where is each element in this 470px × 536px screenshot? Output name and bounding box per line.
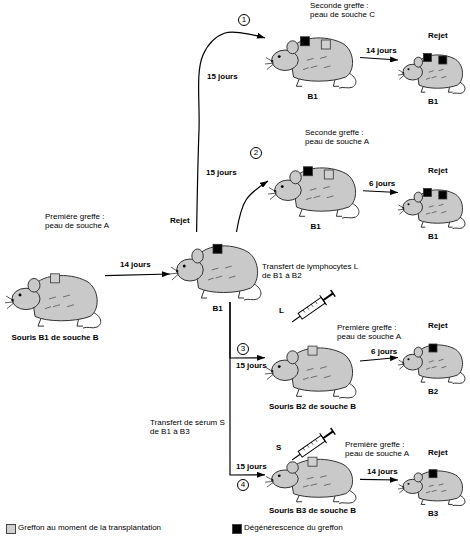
mouse-label: Souris B3 de souche B — [265, 506, 360, 515]
syringe-letter: S — [276, 443, 281, 452]
graft-note: Première greffe : peau de souche A — [337, 323, 409, 341]
mouse-label: Souris B2 de souche B — [265, 402, 360, 411]
mouse-illustration — [398, 462, 468, 507]
mouse-drawing — [265, 38, 356, 88]
mouse-illustration — [170, 232, 265, 302]
delay-label: 15 jours — [236, 462, 267, 471]
reject-label: Rejet — [428, 166, 468, 175]
transfer-note: Transfert de sérum S de B1 à B3 — [150, 418, 228, 436]
graft-square — [439, 56, 447, 64]
mouse-drawing — [398, 345, 465, 384]
delay-label: 15 jours — [236, 361, 267, 370]
mouse-node: Seconde greffe : peau de souche CB1 — [265, 25, 360, 90]
graft-square — [324, 170, 333, 179]
mouse-illustration — [398, 180, 468, 230]
mouse-label: B2 — [398, 387, 468, 396]
graft-note: Première greffe : peau de souche A — [45, 212, 120, 230]
graft-note: Seconde greffe : peau de souche C — [310, 1, 385, 19]
mouse-illustration — [5, 262, 105, 330]
step-number: 4 — [237, 479, 249, 491]
syringe-letter: L — [279, 306, 284, 315]
delay-label: 6 jours — [369, 179, 395, 188]
legend-swatch — [232, 524, 242, 534]
reject-label: Rejet — [428, 31, 468, 40]
graft-note: Première greffe : peau de souche A — [345, 440, 415, 458]
delay-label: 15 jours — [207, 72, 238, 81]
graft-square — [423, 54, 431, 62]
graft-note: Seconde greffe : peau de souche A — [305, 128, 380, 146]
syringe-symbol — [289, 426, 337, 465]
transfer-arrow — [360, 479, 398, 481]
edge-layer — [105, 32, 398, 480]
legend-text: Greffon au moment de la transplantation — [18, 523, 161, 533]
mouse-illustration — [398, 45, 468, 95]
mouse-illustration — [265, 335, 360, 400]
transfer-arrow — [360, 358, 398, 362]
syringe-symbol — [289, 288, 337, 327]
graft-square — [429, 470, 437, 478]
transfer-arrow — [360, 58, 398, 61]
transfer-arrow — [363, 191, 398, 193]
step-number: 3 — [237, 343, 249, 355]
mouse-drawing — [268, 168, 359, 218]
graft-square — [308, 346, 317, 355]
graft-square — [213, 244, 222, 253]
transfer-arrow — [197, 32, 265, 232]
mouse-illustration — [398, 335, 468, 385]
delay-label: 14 jours — [366, 46, 397, 55]
mouse-illustration — [265, 25, 360, 90]
mouse-label: B1 — [398, 97, 468, 106]
reject-label: Rejet — [170, 216, 210, 225]
mouse-drawing — [170, 246, 261, 300]
graft-square — [51, 274, 60, 283]
graft-square — [303, 167, 312, 176]
transfer-arrow — [230, 302, 265, 475]
graft-square — [321, 40, 330, 49]
mouse-node: RejetB1 — [398, 180, 468, 230]
graft-square — [300, 37, 309, 46]
graft-square — [308, 457, 317, 466]
delay-label: 14 jours — [120, 260, 151, 269]
transfer-arrow — [105, 274, 170, 276]
graft-square — [439, 191, 447, 199]
mouse-node: Seconde greffe : peau de souche AB1 — [268, 155, 363, 220]
mouse-node: Première greffe : peau de souche ASouris… — [265, 448, 360, 505]
mouse-label: B1 — [398, 232, 468, 241]
transfer-arrow — [230, 302, 265, 358]
mouse-node: Première greffe : peau de souche ASouris… — [5, 262, 105, 330]
mouse-label: B1 — [265, 92, 360, 101]
mouse-node: Première greffe : peau de souche ASouris… — [265, 335, 360, 400]
graft-square — [429, 344, 437, 352]
step-number: 2 — [250, 147, 262, 159]
mouse-illustration — [268, 155, 363, 220]
mouse-node: RejetB1 — [398, 45, 468, 95]
transfer-note: Transfert de lymphocytes L de B1 à B2 — [262, 262, 362, 280]
transfer-arrow — [237, 181, 269, 232]
mouse-label: Souris B1 de souche B — [5, 333, 105, 342]
mouse-node: RejetB1 — [170, 232, 265, 302]
mouse-label: B3 — [398, 509, 468, 518]
reject-label: Rejet — [428, 321, 468, 330]
delay-label: 15 jours — [206, 168, 237, 177]
mouse-label: B1 — [170, 304, 265, 313]
legend-text: Dégénérescence du greffon — [244, 523, 343, 533]
mouse-node: RejetB2 — [398, 335, 468, 385]
mouse-drawing — [5, 275, 101, 328]
mouse-node: RejetB3 — [398, 462, 468, 507]
delay-label: 6 jours — [371, 347, 397, 356]
delay-label: 14 jours — [367, 467, 398, 476]
legend-swatch — [6, 524, 16, 534]
step-number: 1 — [238, 14, 250, 26]
graft-square — [423, 189, 431, 197]
reject-label: Rejet — [428, 448, 468, 457]
mouse-label: B1 — [268, 222, 363, 231]
